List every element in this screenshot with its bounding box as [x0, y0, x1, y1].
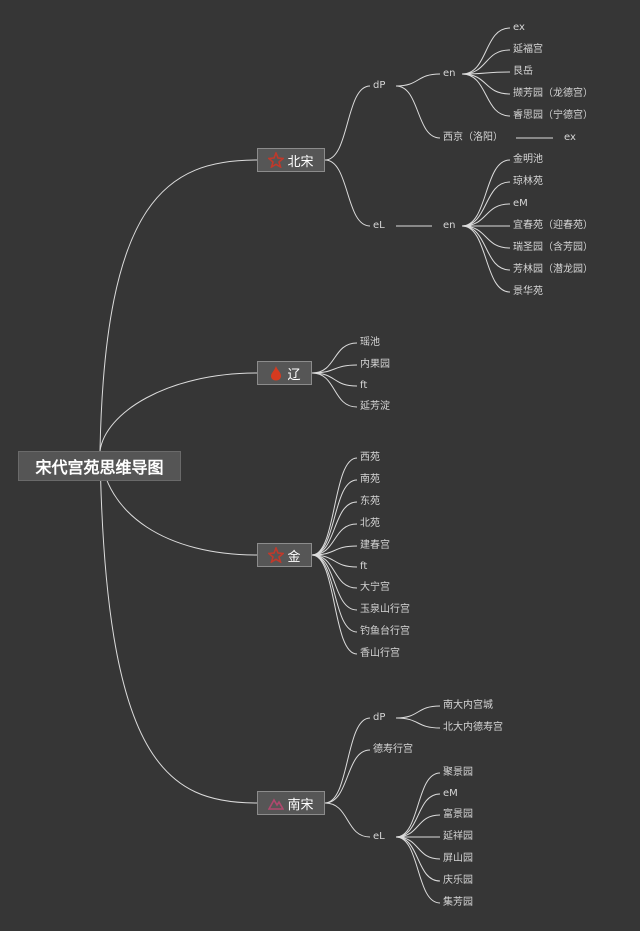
leaf-node[interactable]: 撷芳园（龙德宫） — [513, 88, 593, 99]
leaf-node[interactable]: 内果园 — [360, 359, 390, 370]
leaf-node[interactable]: 延祥园 — [443, 831, 473, 842]
topic-label: 南宋 — [287, 797, 314, 813]
root-connector-line — [99, 372, 258, 452]
beisong-el-en-connector — [461, 225, 511, 249]
nansong-connector — [324, 802, 371, 838]
root-connector-line — [99, 450, 258, 804]
leaf-node[interactable]: 宜春苑（迎春苑） — [513, 220, 593, 231]
flower-icon — [268, 152, 285, 168]
beisong-dp-en-connector — [461, 73, 511, 117]
leaf-node[interactable]: 北大内德寿宫 — [443, 722, 503, 733]
node-beisong-dp[interactable]: dP — [373, 80, 386, 91]
leaf-node[interactable]: 玉泉山行宫 — [360, 604, 410, 615]
node-beisong-el[interactable]: eL — [373, 220, 385, 231]
topic-label: 北宋 — [287, 154, 314, 170]
leaf-node[interactable]: ex — [564, 132, 576, 143]
beisong-connector — [324, 159, 371, 227]
liao-connector — [311, 372, 358, 408]
topic-beisong[interactable]: 北宋 — [257, 148, 325, 172]
beisong-dp-en-connector — [461, 27, 511, 75]
nansong-el-connector — [395, 836, 441, 860]
node-nansong-deshou[interactable]: 德寿行宫 — [373, 744, 413, 755]
flower-icon — [268, 547, 285, 563]
leaf-node[interactable]: 景华苑 — [513, 286, 543, 297]
node-beisong-dp-en[interactable]: en — [443, 68, 456, 79]
leaf-node[interactable]: 瑶池 — [360, 337, 380, 348]
beisong-connector — [324, 85, 371, 161]
leaf-node[interactable]: ft — [360, 380, 368, 391]
topic-nansong[interactable]: 南宋 — [257, 791, 325, 815]
jin-connector — [311, 457, 358, 556]
leaf-node[interactable]: 屏山园 — [443, 853, 473, 864]
leaf-node[interactable]: eM — [513, 198, 528, 209]
beisong-dp-en-connector — [461, 49, 511, 75]
leaf-node[interactable]: 延福宫 — [513, 44, 543, 55]
topic-label: 辽 — [287, 367, 301, 383]
leaf-node[interactable]: eM — [443, 788, 458, 799]
nansong-el-connector — [395, 772, 441, 838]
beisong-el-en-connector — [461, 181, 511, 227]
leaf-node[interactable]: 钓鱼台行宫 — [360, 626, 410, 637]
node-nansong-dp[interactable]: dP — [373, 712, 386, 723]
mountain-icon — [268, 795, 285, 811]
beisong-el-en-connector — [461, 159, 511, 227]
nansong-connector — [324, 749, 371, 804]
nansong-dp-connector — [395, 717, 441, 729]
flame-icon — [268, 365, 284, 381]
leaf-node[interactable]: 金明池 — [513, 154, 543, 165]
leaf-node[interactable]: 大宁宫 — [360, 582, 390, 593]
beisong-el-en-connector — [461, 225, 511, 293]
leaf-node[interactable]: ex — [513, 22, 525, 33]
nansong-el-connector — [395, 836, 441, 904]
beisong-el-en-connector — [461, 203, 511, 227]
beisong-dp-connector — [395, 85, 441, 139]
root-title: 宋代宫苑思维导图 — [35, 458, 164, 477]
leaf-node[interactable]: 南苑 — [360, 474, 380, 485]
leaf-node[interactable]: 南大内宫城 — [443, 700, 493, 711]
leaf-node[interactable]: 香山行宫 — [360, 648, 400, 659]
nansong-connector — [324, 717, 371, 804]
leaf-node[interactable]: 北苑 — [360, 518, 380, 529]
leaf-node[interactable]: 延芳淀 — [360, 401, 390, 412]
nansong-dp-connector — [395, 705, 441, 719]
jin-connector — [311, 554, 358, 611]
node-nansong-el[interactable]: eL — [373, 831, 385, 842]
leaf-node[interactable]: 庆乐园 — [443, 875, 473, 886]
beisong-dp-connector — [395, 73, 441, 87]
topic-label: 金 — [287, 549, 301, 565]
leaf-node[interactable]: 芳林园（潜龙园） — [513, 264, 593, 275]
jin-connector — [311, 501, 358, 556]
leaf-node[interactable]: ft — [360, 561, 368, 572]
root-connector-line — [99, 159, 258, 452]
jin-connector — [311, 479, 358, 556]
leaf-node[interactable]: 富景园 — [443, 809, 473, 820]
node-beisong-xijing[interactable]: 西京（洛阳） — [443, 132, 503, 143]
leaf-node[interactable]: 聚景园 — [443, 767, 473, 778]
leaf-node[interactable]: 艮岳 — [513, 66, 533, 77]
liao-connector — [311, 372, 358, 387]
nansong-el-connector — [395, 836, 441, 882]
leaf-node[interactable]: 瑞圣园（含芳园） — [513, 242, 593, 253]
jin-connector — [311, 523, 358, 556]
nansong-el-connector — [395, 814, 441, 838]
root-node[interactable]: 宋代宫苑思维导图 — [18, 451, 181, 481]
beisong-dp-en-connector — [461, 73, 511, 95]
leaf-node[interactable]: 建春宫 — [360, 540, 390, 551]
topic-liao[interactable]: 辽 — [257, 361, 312, 385]
leaf-node[interactable]: 西苑 — [360, 452, 380, 463]
beisong-el-en-connector — [461, 225, 511, 271]
leaf-node[interactable]: 睿思园（宁德宫） — [513, 110, 593, 121]
jin-connector — [311, 554, 358, 589]
jin-connector — [311, 554, 358, 655]
node-beisong-el-en[interactable]: en — [443, 220, 456, 231]
nansong-el-connector — [395, 793, 441, 838]
topic-jin[interactable]: 金 — [257, 543, 312, 567]
leaf-node[interactable]: 集芳园 — [443, 897, 473, 908]
liao-connector — [311, 342, 358, 374]
leaf-node[interactable]: 东苑 — [360, 496, 380, 507]
leaf-node[interactable]: 琼林苑 — [513, 176, 543, 187]
